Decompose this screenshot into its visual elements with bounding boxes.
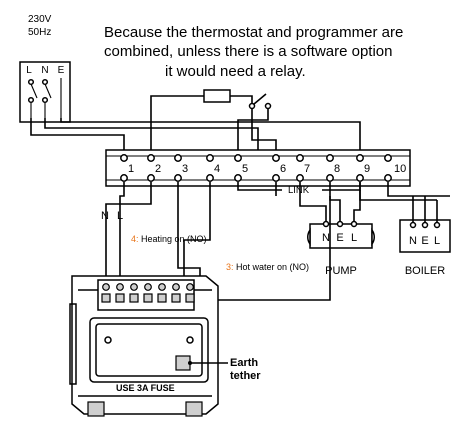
fuse-label: USE 3A FUSE: [116, 383, 175, 393]
terminal-number-4: 4: [214, 163, 220, 175]
supply-frequency: 50Hz: [28, 27, 51, 38]
pump-terminal-n: N: [322, 232, 330, 244]
caption-line-3: it would need a relay.: [165, 63, 306, 80]
earth-tether-terminal: Earth tether: [175, 355, 261, 382]
terminal-number-2: 2: [155, 163, 161, 175]
boiler: N E L BOILER: [399, 219, 451, 277]
relay: [150, 89, 277, 152]
boiler-terminal-n: N: [409, 235, 417, 247]
terminal-screws: [120, 154, 392, 182]
isolator-switch: L N E: [19, 61, 71, 123]
base-terminal-block: [97, 279, 195, 311]
link-label: LINK: [288, 185, 310, 196]
supply-earth-wire: [60, 118, 361, 152]
tether-wire: [185, 196, 331, 301]
hot-water-number: 3:: [226, 262, 234, 272]
supply-voltage: 230V: [28, 14, 52, 25]
terminal-number-6: 6: [280, 163, 286, 175]
supply-terminal-e: E: [58, 65, 65, 76]
heating-text: Heating on (NO): [141, 234, 207, 244]
earth-tether-line-1: Earth: [230, 357, 258, 369]
terminal-number-3: 3: [182, 163, 188, 175]
pump-terminal-l: L: [351, 232, 357, 244]
terminal-number-9: 9: [364, 163, 370, 175]
terminal-number-1: 1: [128, 163, 134, 175]
pump: N E L PUMP: [307, 220, 375, 277]
pump-terminal-e: E: [336, 232, 343, 244]
terminal-number-10: 10: [394, 163, 406, 175]
hot-water-wire: [177, 182, 201, 280]
supply-live-wire: [30, 118, 125, 152]
caption-line-2: combined, unless there is a software opt…: [104, 43, 393, 60]
terminal-number-5: 5: [242, 163, 248, 175]
supply-terminal-l: L: [26, 65, 32, 76]
hot-water-text: Hot water on (NO): [236, 262, 309, 272]
feed-neutral-wire: [105, 182, 152, 278]
boiler-terminal-e: E: [421, 235, 428, 247]
terminal-number-7: 7: [304, 163, 310, 175]
pump-label: PUMP: [325, 265, 357, 277]
heating-number: 4:: [131, 234, 139, 244]
heating-wire: [183, 182, 211, 280]
supply-terminal-n: N: [41, 65, 48, 76]
terminal-number-8: 8: [334, 163, 340, 175]
boiler-label: BOILER: [405, 265, 445, 277]
feed-terminal-n: N: [101, 210, 109, 222]
boiler-wires: [275, 182, 450, 222]
earth-tether-line-2: tether: [230, 370, 261, 382]
feed-live-wire: [119, 182, 125, 278]
boiler-terminal-l: L: [434, 235, 440, 247]
caption-line-1: Because the thermostat and programmer ar…: [104, 24, 403, 41]
